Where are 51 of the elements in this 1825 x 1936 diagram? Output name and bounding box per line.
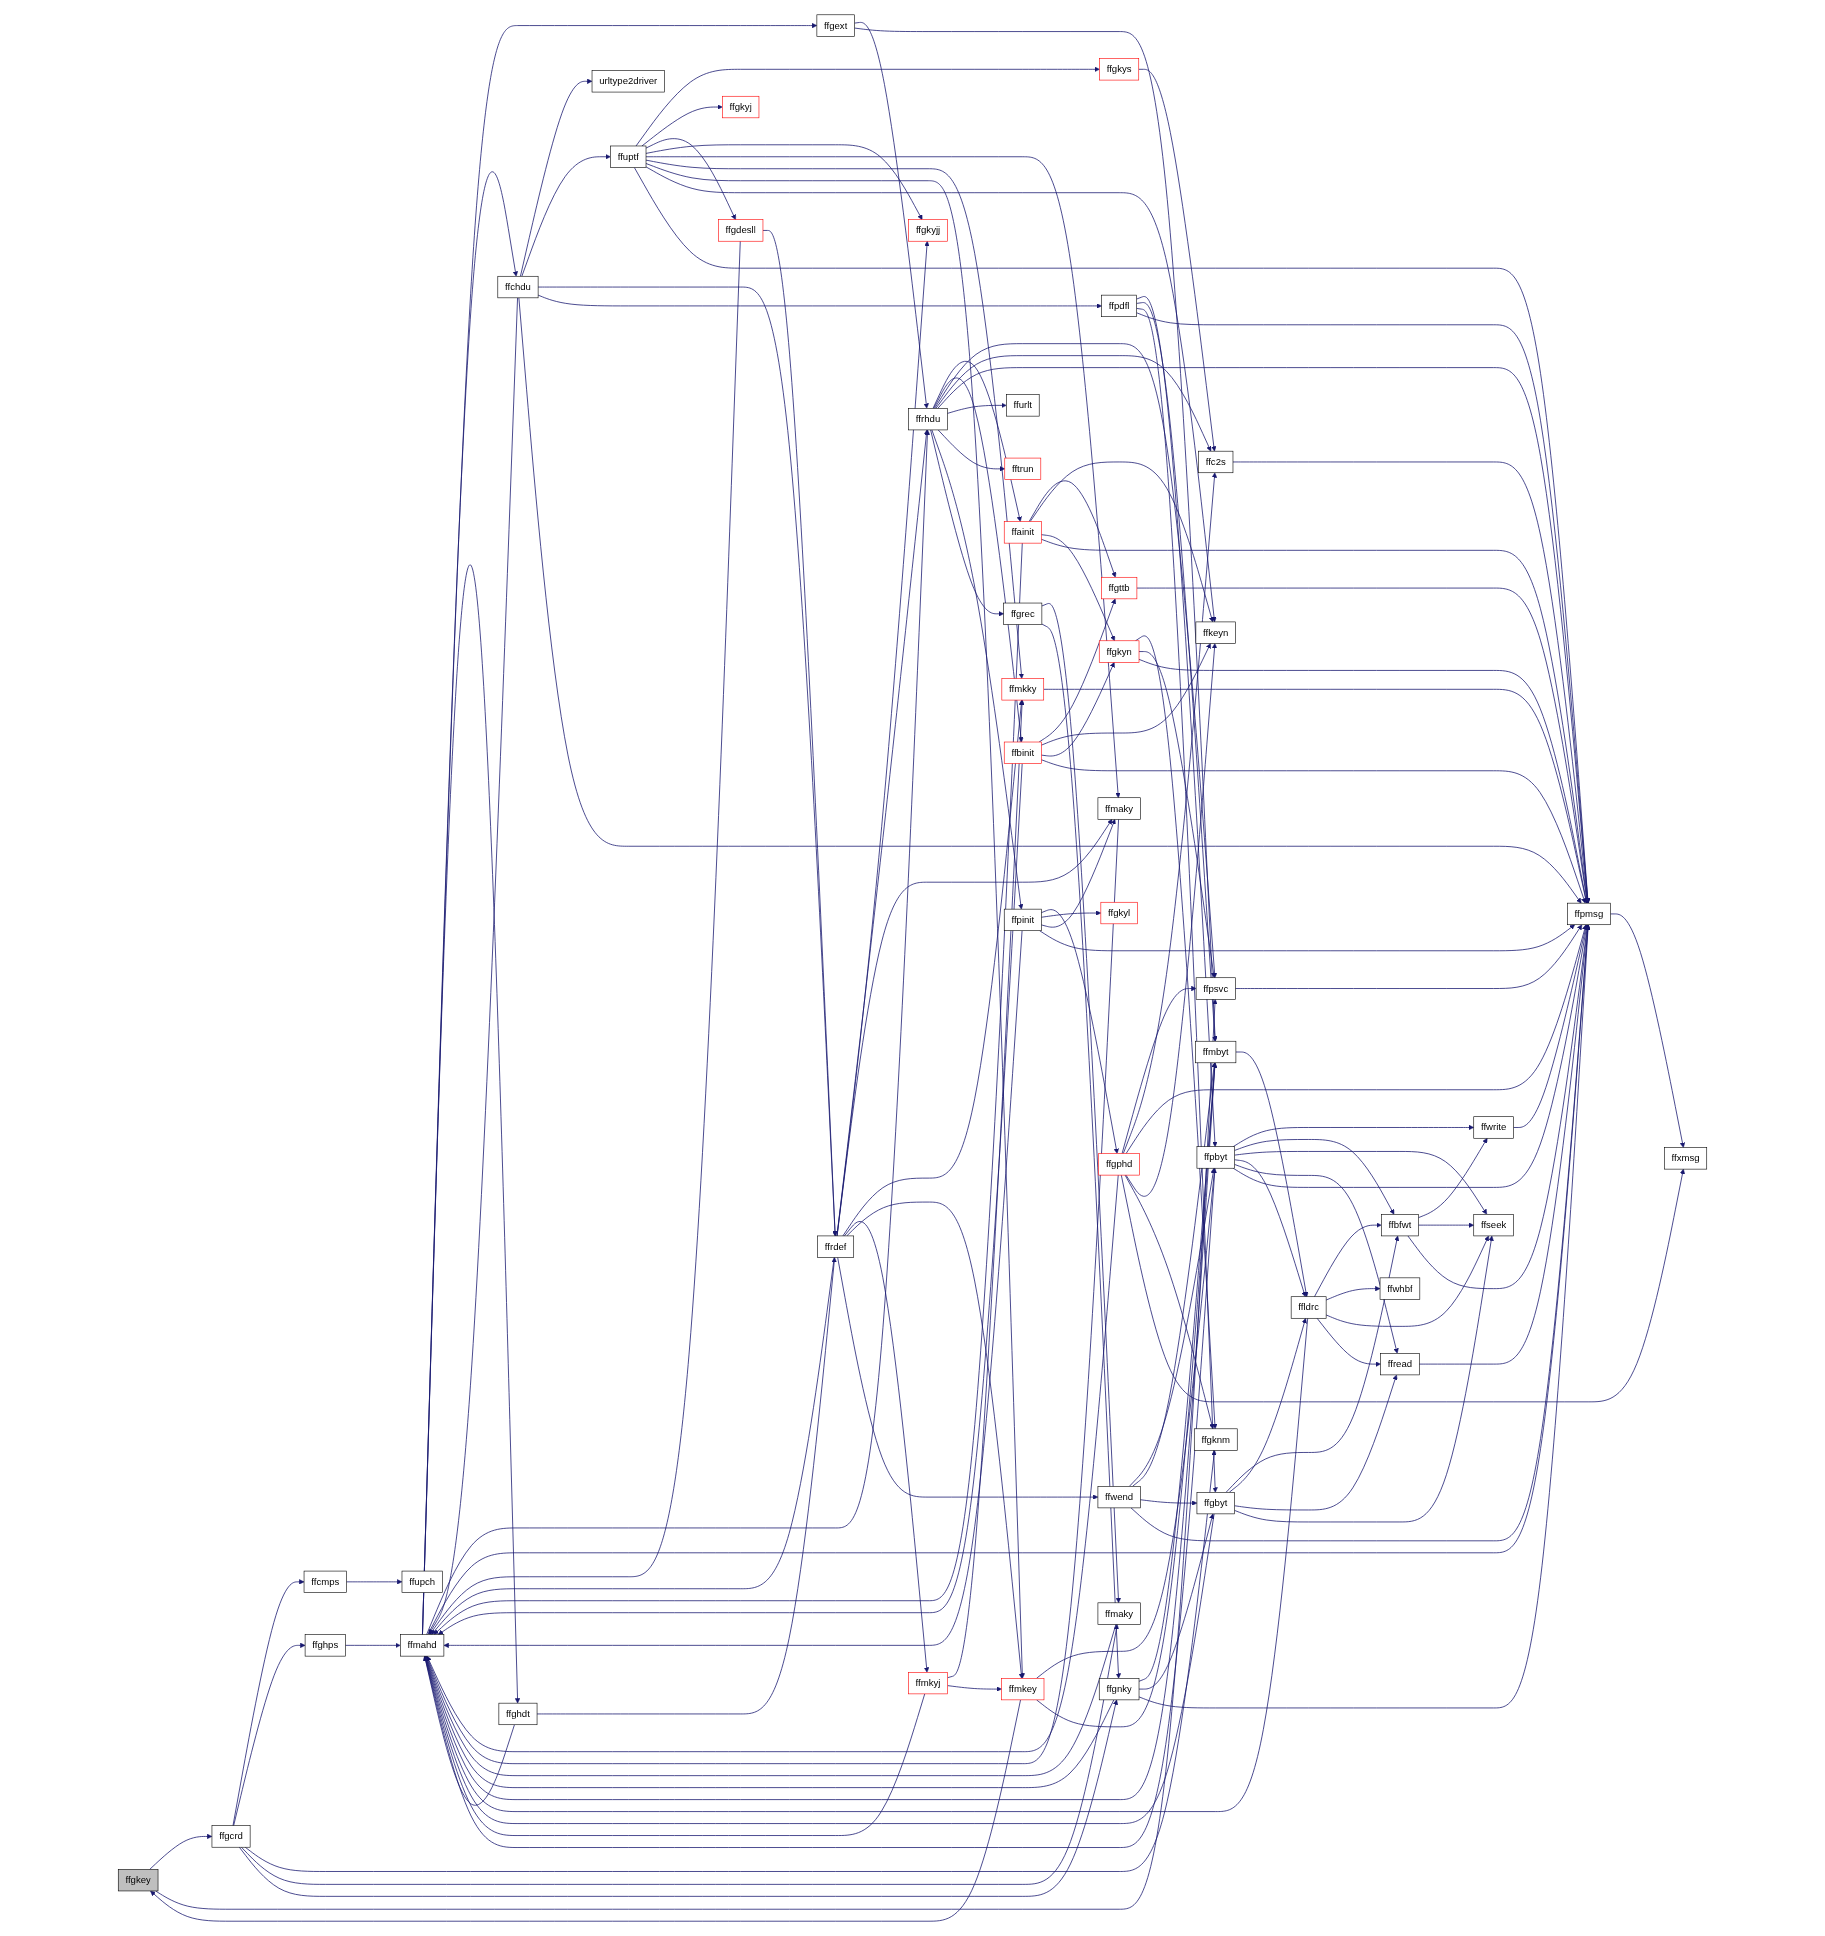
node-box bbox=[1193, 1428, 1238, 1451]
node-box bbox=[1098, 640, 1140, 663]
node-box bbox=[304, 1634, 346, 1657]
node-box bbox=[401, 1570, 443, 1593]
node-box bbox=[722, 95, 760, 119]
node-box bbox=[1381, 1214, 1419, 1237]
node-box bbox=[1567, 902, 1611, 925]
node-box bbox=[1006, 394, 1040, 417]
node-box bbox=[1196, 1146, 1235, 1169]
node-box bbox=[908, 1672, 948, 1695]
node-box bbox=[1473, 1214, 1514, 1237]
node-box bbox=[303, 1570, 347, 1593]
node-box bbox=[211, 1825, 251, 1848]
node-box bbox=[1290, 1296, 1327, 1319]
node-box bbox=[718, 219, 764, 242]
node-box bbox=[497, 275, 539, 299]
node-box bbox=[400, 1634, 445, 1657]
node-box bbox=[1003, 908, 1042, 931]
node-box bbox=[591, 70, 665, 93]
node-box bbox=[908, 408, 948, 431]
node-box bbox=[1100, 901, 1138, 925]
node-box bbox=[1003, 602, 1043, 625]
node-box bbox=[1097, 797, 1141, 820]
node-box bbox=[1101, 294, 1137, 317]
node-box bbox=[1003, 741, 1042, 764]
node-box bbox=[1003, 521, 1042, 544]
node-box bbox=[1379, 1277, 1421, 1300]
node-box bbox=[610, 145, 647, 168]
node-box bbox=[1097, 1602, 1141, 1625]
node-box bbox=[908, 219, 948, 242]
node-box bbox=[498, 1702, 538, 1726]
node-box bbox=[1473, 1116, 1514, 1139]
node-box bbox=[1198, 450, 1234, 474]
node-box bbox=[816, 14, 855, 37]
node-box bbox=[1196, 1492, 1235, 1515]
node-box bbox=[1101, 577, 1138, 600]
node-box bbox=[1099, 58, 1140, 81]
node-box bbox=[117, 1869, 159, 1892]
node-box bbox=[1195, 621, 1236, 644]
node-box bbox=[1004, 457, 1042, 480]
node-box bbox=[1098, 1153, 1140, 1176]
node-box bbox=[817, 1235, 854, 1258]
node-box bbox=[1097, 1486, 1141, 1509]
node-box bbox=[1195, 1040, 1237, 1064]
node-box bbox=[1195, 977, 1236, 1000]
node-box bbox=[1380, 1353, 1420, 1376]
node-box bbox=[1664, 1147, 1708, 1170]
node-box bbox=[1001, 1678, 1045, 1701]
node-box bbox=[1001, 678, 1045, 701]
node-box bbox=[1098, 1678, 1140, 1701]
call-graph: ffgext ffgkys urltype2driver ffgkyj ffuptf ffgdesll ffgkyjj ffchdu ffpdfl ffurlt ffrhdu ffc2s fftrun ffainit ffgttb ffgrec ffkeyn ffgkyn ffmkky ffbinit ffmaky ffgkyl ffpmsg ffpinit ffpsvc ffmbyt ffwrite ffpbyt ffxmsg ffgphd ffbfwt ffseek ffrdef ffwhbf ffldrc ffread ffgknm ffwend ffgbyt ffcmps ffupch ffmaky ffghps ffmahd ffmkyj ffmkey ffgnky ffghdt ffgcrd ffgkey bbox=[10, 10, 1815, 1926]
